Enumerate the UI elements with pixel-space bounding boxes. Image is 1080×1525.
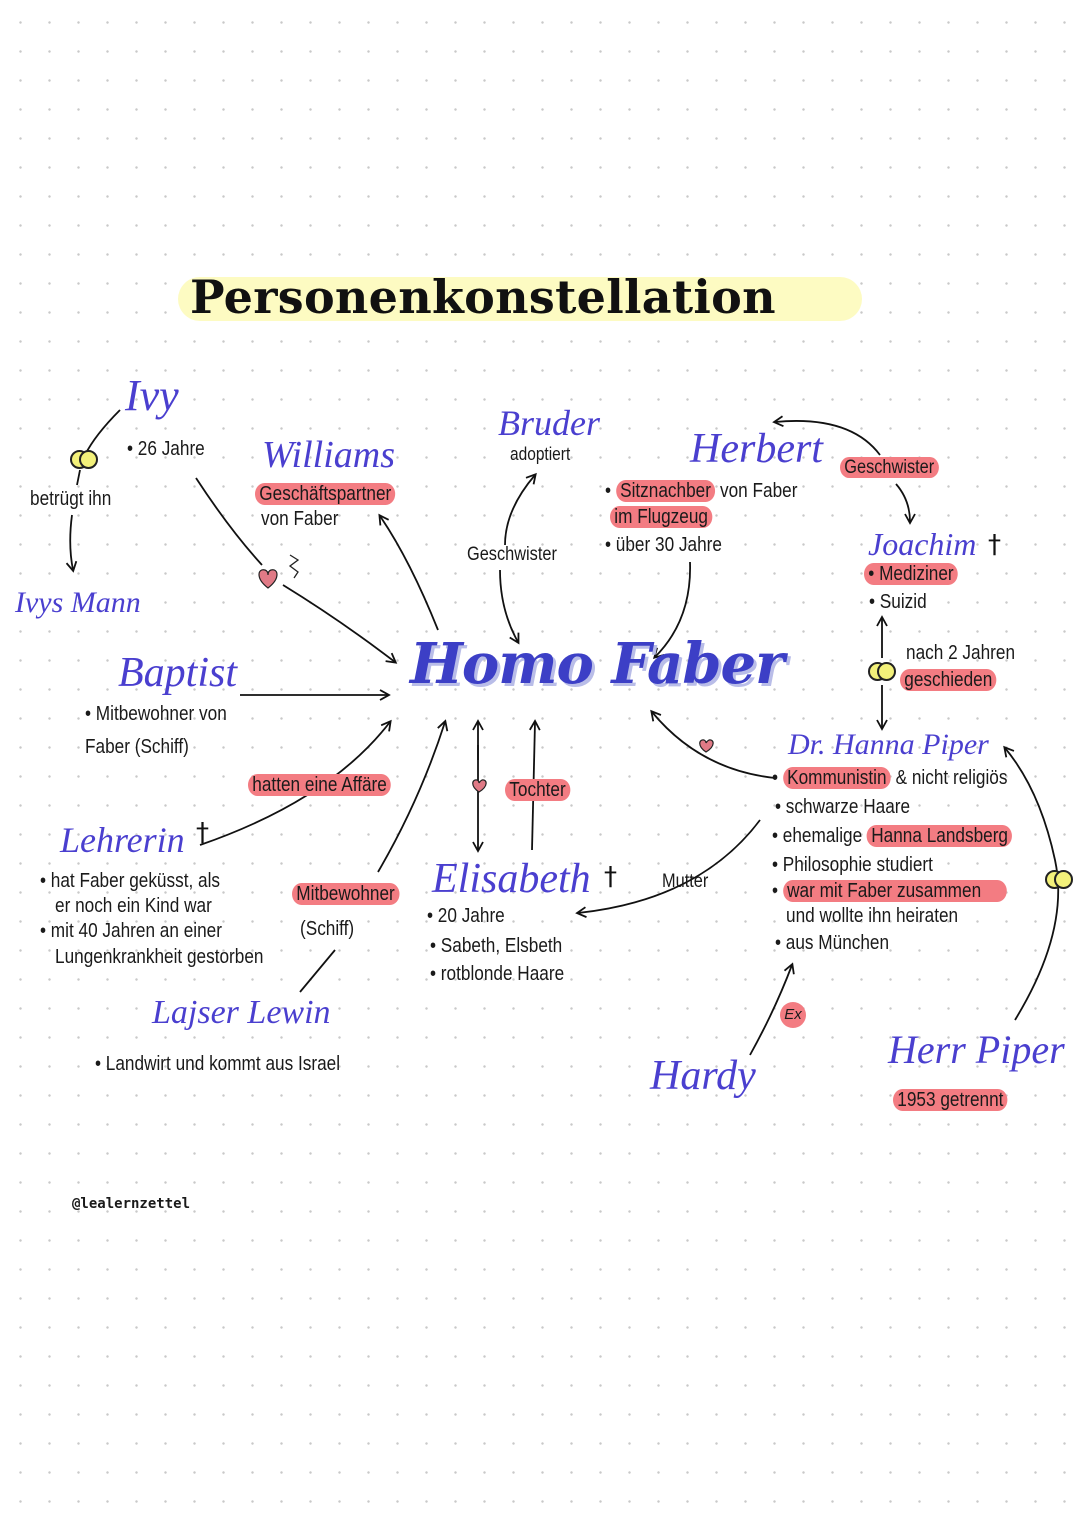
bruder-note: adoptiert [510,444,571,464]
credit: @lealernzettel [72,1196,191,1212]
williams-name: Williams [262,434,396,476]
ivy-relation: betrügt ihn [30,488,112,510]
ivys-mann-name: Ivys Mann [15,586,141,619]
heart-icon [472,779,487,793]
hanna-l6: und wollte ihn heiraten [786,905,959,927]
hanna-name: Dr. Hanna Piper [788,728,989,761]
bruder-arrow-down [499,569,520,645]
joachim-line2: • Suizid [869,591,927,613]
elisabeth-cross-icon: † [604,862,617,892]
hanna-l3b: Hanna Landsberg [866,825,1013,847]
title-highlight [178,277,862,321]
lehrerin-line: er noch ein Kind war [55,895,212,917]
rings-icon [868,662,896,681]
herbert-arrow [652,561,691,660]
hanna-l2: • schwarze Haare [775,796,911,818]
joachim-cross-icon: † [988,530,1001,560]
joachim-marriage1: nach 2 Jahren [906,642,1016,664]
lajser-relation: Mitbewohner [292,883,400,905]
herbert-name: Herbert [690,426,823,472]
herrpiper-note: 1953 getrennt [893,1089,1008,1111]
elisabeth-line: • 20 Jahre [427,905,505,927]
ivy-faber-arrow [195,477,395,662]
williams-arrow [378,513,439,631]
heart-icon [699,739,714,753]
ivy-age: • 26 Jahre [127,438,205,460]
baptist-line2: Faber (Schiff) [85,736,189,758]
heart-icon [258,569,278,589]
lajser-relation2: (Schiff) [300,918,355,940]
hanna-l5: war mit Faber zusammen [782,880,1007,902]
herbert-line1b: von Faber [715,480,798,502]
herrpiper-name: Herr Piper [888,1027,1065,1072]
lajser-line [299,949,336,993]
hanna-faber-arrow [650,709,776,779]
baptist-name: Baptist [118,650,238,696]
elisabeth-name: Elisabeth [432,856,591,902]
joachim-line1: • Mediziner [864,563,958,585]
lehrerin-line: • mit 40 Jahren an einer [40,920,222,942]
hanna-relation: Mutter [662,871,709,892]
elisabeth-line: • rotblonde Haare [430,963,565,985]
bruder-name: Bruder [498,403,600,443]
lajser-line1: • Landwirt und kommt aus Israel [95,1053,341,1075]
center-homo-faber: Homo Faber [410,631,785,697]
hardy-relation: Ex [780,1002,806,1028]
herbert-line2: im Flugzeug [610,506,713,528]
joachim-marriage2: geschieden [900,669,997,691]
mutter-arrow [575,819,761,918]
hanna-l4: • Philosophie studiert [772,854,933,876]
herbert-line1a: Sitznachber [615,480,716,502]
herbert-line3: • über 30 Jahre [605,534,722,556]
hardy-arrow [749,962,795,1056]
williams-role: Geschäftspartner [255,483,396,505]
elisabeth-relation: Tochter [505,779,571,801]
lajser-name: Lajser Lewin [152,994,331,1031]
ivy-husband-arrow [70,469,80,570]
rings-icon [1045,870,1073,889]
lehrerin-line: Lungenkrankheit gestorben [55,946,264,968]
geschwister-arrow-down [895,483,916,525]
hanna-l1b: & nicht religiös [890,767,1008,789]
hanna-l1a: Kommunistin [782,767,891,789]
lightning-icon [288,554,300,579]
elisabeth-line: • Sabeth, Elsbeth [430,935,563,957]
hardy-name: Hardy [650,1053,756,1099]
ivy-name: Ivy [125,371,179,420]
lehrerin-relation: hatten eine Affäre [248,774,392,796]
herrpiper-arrow [1003,745,1060,1021]
geschwister-arrow-left [772,415,881,456]
baptist-line1: • Mitbewohner von [85,703,227,725]
bruder-arrow-up [504,472,537,546]
joachim-name: Joachim [868,526,977,562]
williams-role2: von Faber [261,508,339,530]
hanna-l3a: • ehemalige [772,825,867,847]
rings-icon [70,450,98,469]
hanna-l7: • aus München [775,932,890,954]
herbert-joachim-relation: Geschwister [840,457,939,478]
lehrerin-line: • hat Faber geküsst, als [40,870,221,892]
lehrerin-name: Lehrerin [60,820,185,860]
lajser-arrow [377,719,449,873]
ivy-line [84,409,121,456]
page-title: Personenkonstellation [190,270,776,324]
lehrerin-cross-icon: † [196,818,209,848]
bruder-relation: Geschwister [467,544,557,565]
